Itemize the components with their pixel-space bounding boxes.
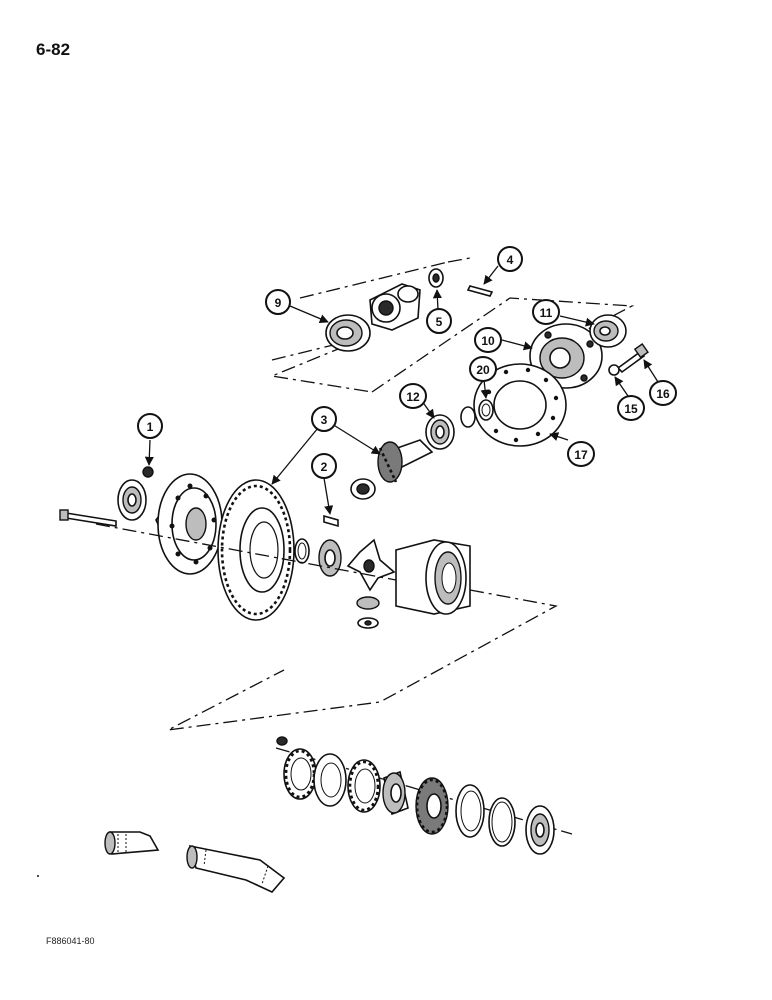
clutch-plate-2 (313, 753, 347, 807)
carrier-bolt (59, 509, 117, 527)
upper-group-boundary (299, 261, 449, 299)
pinion-gear-small (356, 596, 380, 610)
svg-text:5: 5 (436, 315, 443, 329)
snap-ring-lower (488, 797, 516, 847)
svg-text:16: 16 (656, 387, 670, 401)
pinion-bearing (350, 478, 376, 500)
callout-12: 12 (399, 383, 427, 409)
spider-cross (346, 538, 396, 592)
callout-10: 10 (474, 327, 502, 353)
callout-20: 20 (469, 356, 497, 382)
svg-text:20: 20 (476, 363, 490, 377)
output-bearing (525, 805, 555, 855)
spacer-ring (460, 406, 476, 428)
shim-plate-17 (473, 363, 567, 447)
bolt-16 (616, 343, 649, 374)
ring-gear (217, 479, 295, 621)
long-axle-shaft (186, 844, 286, 893)
svg-text:17: 17 (574, 448, 588, 462)
svg-text:4: 4 (507, 253, 514, 267)
bearing-11 (589, 314, 627, 348)
figure-code: F886041-80 (46, 936, 95, 946)
nut-1 (142, 466, 154, 478)
svg-text:9: 9 (275, 296, 282, 310)
axis-line-center (95, 523, 397, 581)
bolt-2 (323, 514, 339, 528)
clutch-disc-3 (347, 759, 381, 813)
differential-carrier-flange (155, 473, 223, 575)
short-axle-shaft (104, 831, 160, 855)
washer-5 (428, 268, 444, 288)
svg-text:15: 15 (624, 402, 638, 416)
upper-assembly-group (269, 257, 649, 393)
callout-3: 3 (311, 406, 337, 432)
callout-11: 11 (532, 299, 560, 325)
washer-15 (608, 364, 620, 376)
callout-16: 16 (649, 380, 677, 406)
page-number: 6-82 (36, 40, 71, 59)
svg-text:12: 12 (406, 390, 420, 404)
snap-ring-20 (478, 399, 494, 421)
pinion-yoke (369, 283, 421, 331)
callout-17: 17 (567, 441, 595, 467)
thrust-washer (294, 538, 310, 564)
callout-2: 2 (311, 453, 337, 479)
svg-text:11: 11 (540, 306, 553, 320)
svg-text:2: 2 (321, 460, 328, 474)
cotter-pin-4 (466, 285, 494, 297)
bearing-12 (425, 414, 455, 450)
clutch-disc-1 (283, 748, 317, 800)
axis-line-top (447, 257, 471, 263)
carrier-bearing (117, 479, 147, 521)
clutch-gear (415, 777, 449, 835)
lower-group-link (167, 589, 558, 731)
clutch-ring (455, 784, 485, 838)
callout-15: 15 (617, 395, 645, 421)
pinion-washer-small (357, 617, 379, 629)
differential-case (395, 539, 471, 615)
svg-text:3: 3 (321, 413, 328, 427)
stray-dot (37, 875, 39, 877)
svg-text:10: 10 (481, 334, 495, 348)
clutch-hub (382, 770, 409, 816)
callout-4: 4 (497, 246, 523, 272)
callout-9: 9 (265, 289, 291, 315)
svg-text:1: 1 (147, 420, 154, 434)
side-gear (318, 539, 342, 577)
drive-pinion-gear (377, 439, 434, 483)
callout-5: 5 (426, 308, 452, 334)
leader-lines (144, 265, 659, 515)
callout-1: 1 (137, 413, 163, 439)
spring-pin (276, 736, 288, 746)
bearing-cup-9 (325, 314, 371, 352)
